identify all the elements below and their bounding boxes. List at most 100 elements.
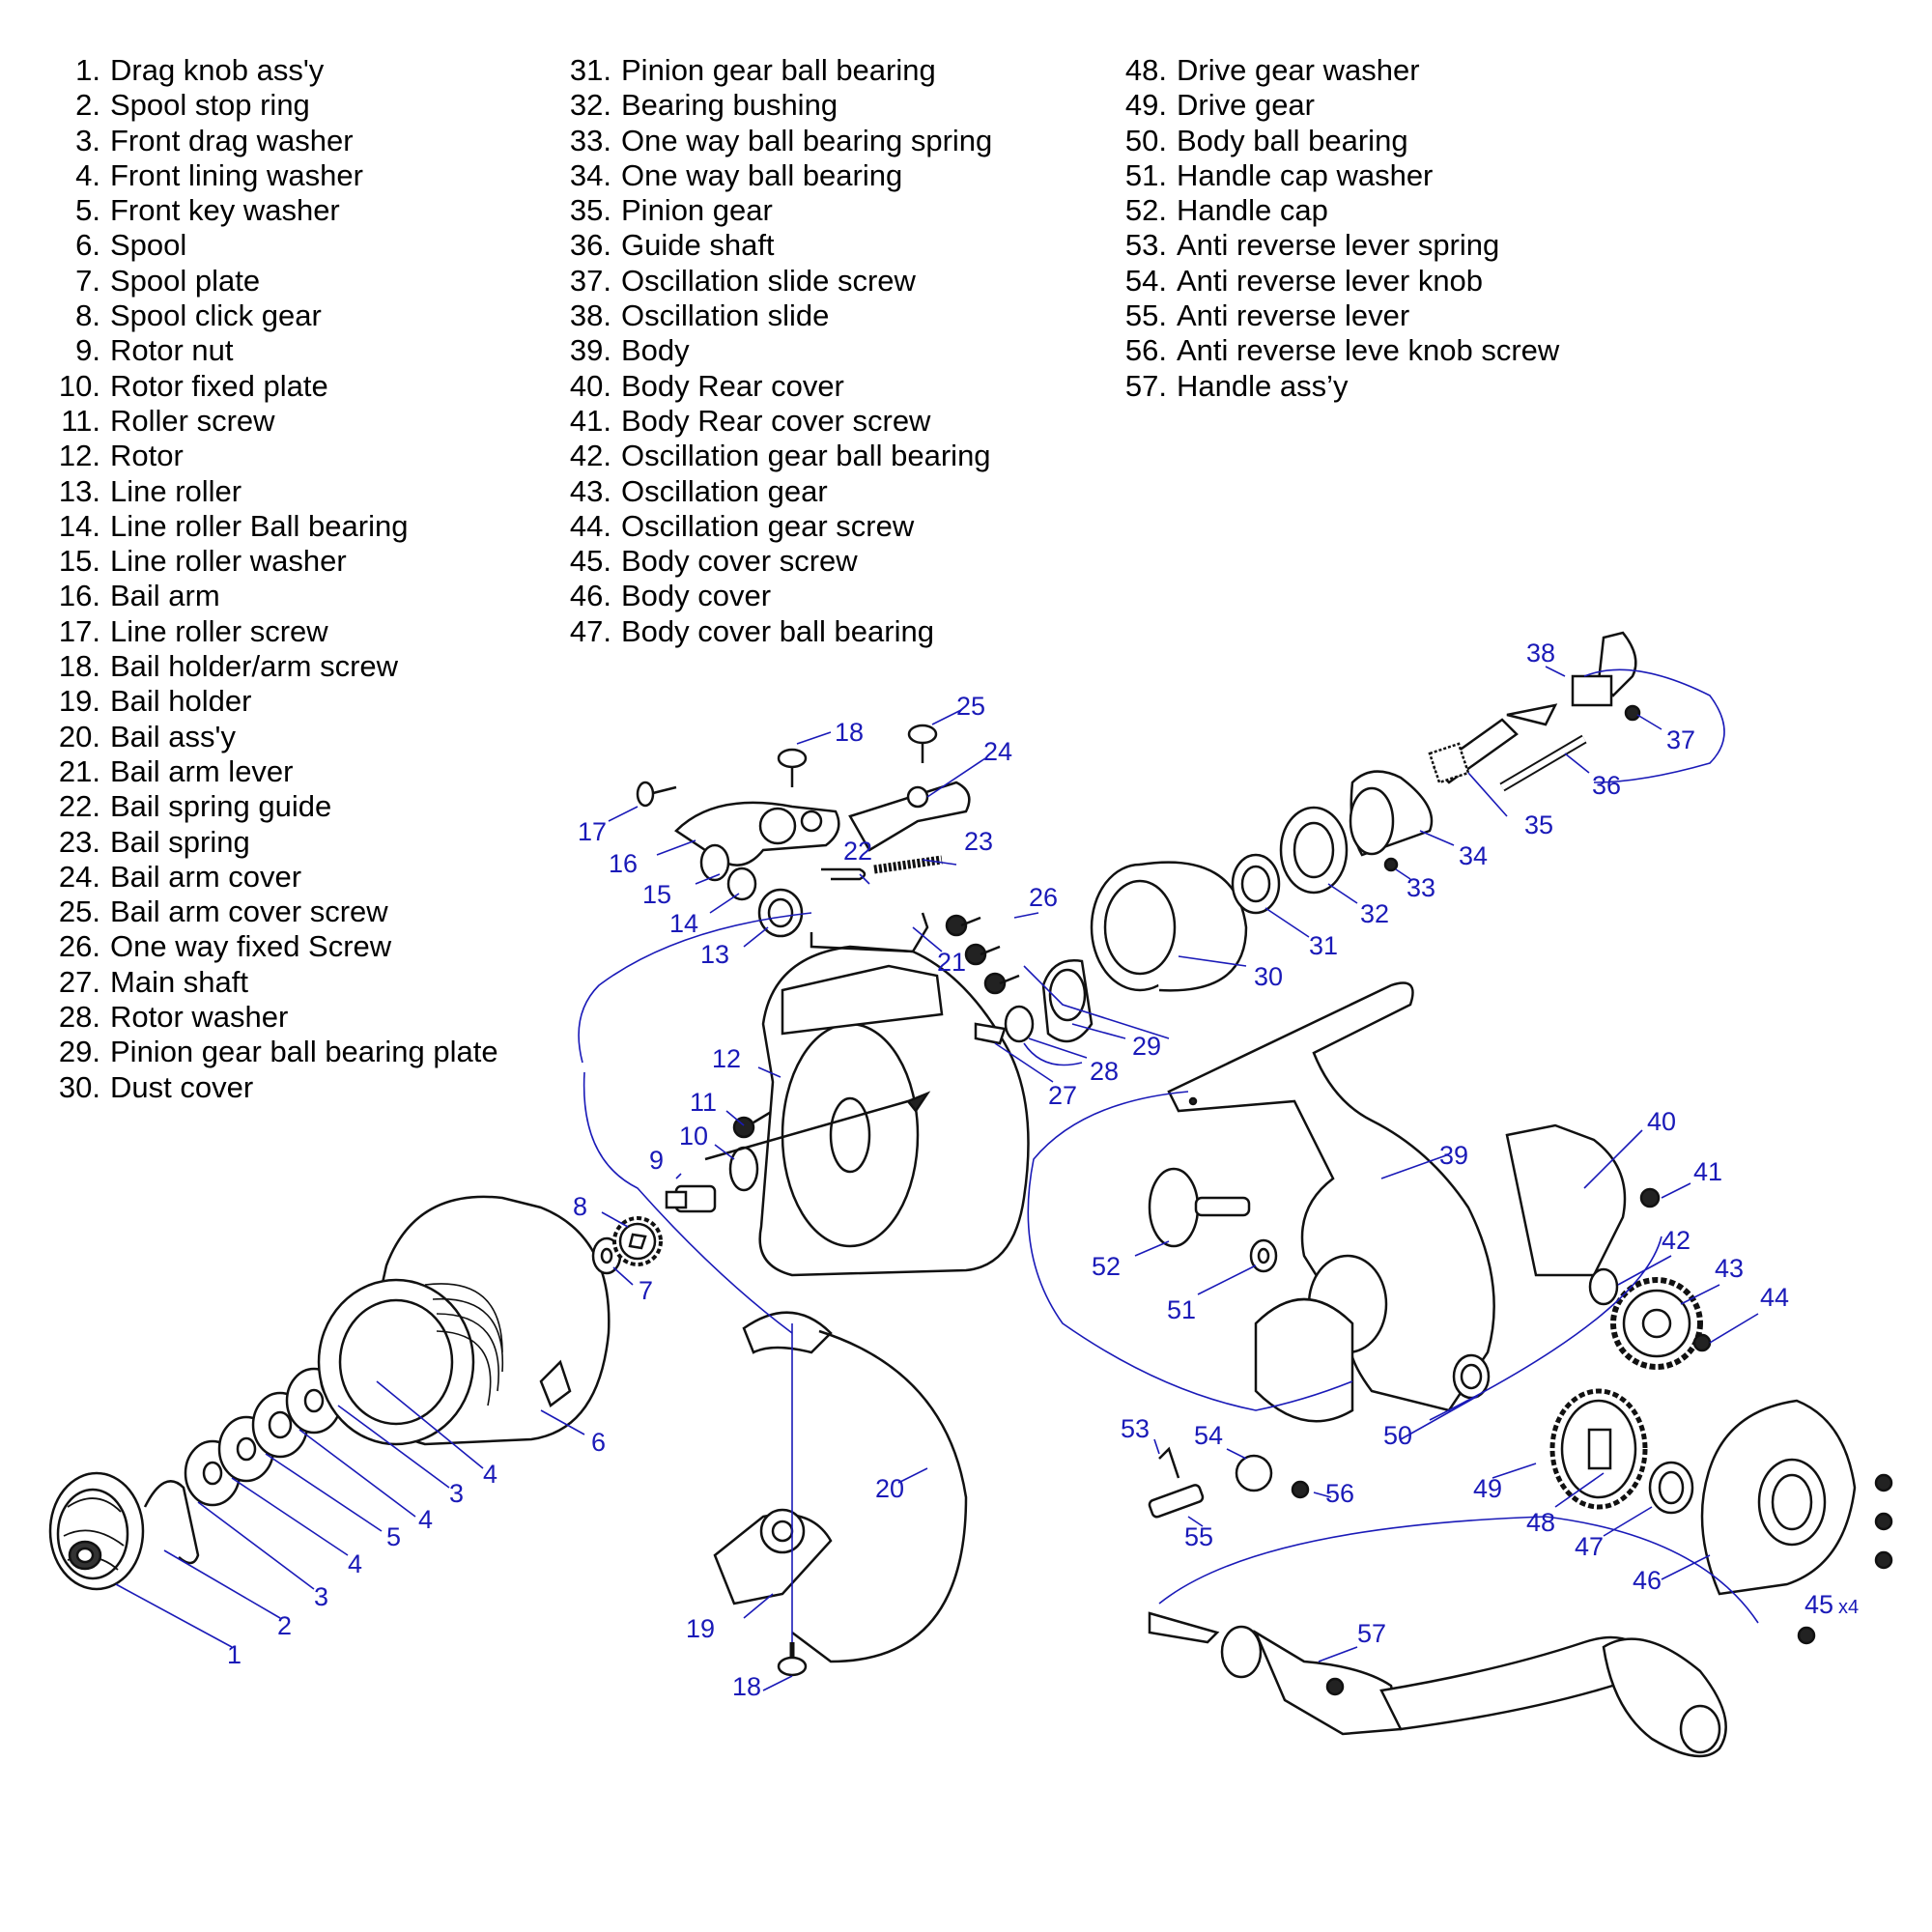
spool-plate-part (591, 1236, 622, 1275)
callout-28: 28 (1090, 1057, 1119, 1086)
part-name: Body cover screw (621, 544, 858, 579)
callout-1: 1 (227, 1640, 242, 1669)
roller-screw-part (732, 1109, 774, 1139)
parts-list-item: 16.Bail arm (46, 579, 498, 613)
callout-35: 35 (1524, 810, 1553, 839)
part-name: Guide shaft (621, 228, 775, 263)
part-name: Oscillation slide screw (621, 263, 916, 298)
callout-39: 39 (1439, 1141, 1468, 1170)
part-number: 4. (75, 157, 100, 192)
callout-13: 13 (700, 940, 729, 969)
parts-list-item: 33.One way ball bearing spring (557, 124, 992, 158)
part-name: Body Rear cover screw (621, 403, 931, 438)
part-number: 29. (58, 1035, 100, 1069)
parts-list-item: 20.Bail ass'y (46, 720, 498, 754)
callout-14: 14 (669, 909, 698, 938)
parts-list-item: 3.Front drag washer (46, 124, 498, 158)
part-name: Handle cap washer (1177, 157, 1434, 192)
rear-cover-part (1505, 1123, 1661, 1277)
callout-54: 54 (1194, 1421, 1223, 1450)
part-name: Oscillation gear ball bearing (621, 439, 991, 473)
part-name: Line roller washer (110, 544, 347, 579)
parts-list-item: 18.Bail holder/arm screw (46, 649, 498, 684)
callout-32: 32 (1360, 899, 1389, 928)
callout-34: 34 (1459, 841, 1488, 870)
parts-list-item: 41.Body Rear cover screw (557, 404, 992, 439)
part-number: 37. (569, 263, 611, 298)
part-name: Front drag washer (110, 123, 354, 157)
part-number: 45. (569, 544, 611, 579)
callout-18b: 18 (732, 1672, 761, 1701)
part-number: 43. (569, 473, 611, 508)
part-number: 52. (1124, 193, 1167, 228)
callout-57: 57 (1357, 1619, 1386, 1648)
rotor-part (704, 945, 1030, 1277)
part-name: Body cover (621, 579, 772, 613)
parts-list-item: 54.Anti reverse lever knob (1113, 264, 1559, 298)
callout-48: 48 (1526, 1508, 1555, 1537)
part-number: 1. (75, 53, 100, 87)
parts-list-item: 27. Main shaft (46, 965, 498, 1000)
bail-screw-part (777, 748, 808, 1677)
callout-11: 11 (690, 1088, 717, 1117)
part-name: Oscillation gear (621, 473, 828, 508)
part-name: Bail ass'y (110, 719, 236, 753)
part-name: Front lining washer (110, 157, 363, 192)
part-number: 27. (58, 964, 100, 999)
part-name: Drive gear washer (1177, 53, 1420, 87)
callout-29: 29 (1132, 1032, 1161, 1061)
callout-36: 36 (1592, 771, 1621, 800)
part-name: Anti reverse leve knob screw (1177, 333, 1560, 368)
parts-list-item: 2.Spool stop ring (46, 88, 498, 123)
part-number: 18. (58, 649, 100, 684)
main-shaft-part (974, 959, 1094, 1045)
callout-4a: 4 (348, 1549, 362, 1578)
parts-list-item: 24.Bail arm cover (46, 860, 498, 895)
callout-2: 2 (277, 1611, 292, 1640)
callout-27: 27 (1048, 1081, 1077, 1110)
part-number: 34. (569, 157, 611, 192)
parts-list-item: 37. Oscillation slide screw (557, 264, 992, 298)
parts-list-item: 49.Drive gear (1113, 88, 1559, 123)
callout-12: 12 (712, 1044, 741, 1073)
part-number: 7. (75, 263, 100, 298)
parts-list-item: 35.Pinion gear (557, 193, 992, 228)
part-name: One way ball bearing spring (621, 123, 993, 157)
callout-45: 45 (1804, 1590, 1833, 1619)
parts-list-item: 19.Bail holder (46, 684, 498, 719)
part-number: 44. (569, 508, 611, 543)
bail-arm-cover-part (848, 724, 971, 852)
part-number: 28. (58, 1000, 100, 1035)
part-number: 14. (58, 508, 100, 543)
callout-44: 44 (1760, 1283, 1789, 1312)
part-name: One way ball bearing (621, 157, 903, 192)
parts-list-item: 26.One way fixed Screw (46, 929, 498, 964)
callout-40: 40 (1647, 1107, 1676, 1136)
parts-list-item: 36.Guide shaft (557, 228, 992, 263)
parts-list-item: 31.Pinion gear ball bearing (557, 53, 992, 88)
parts-list-item: 5.Front key washer (46, 193, 498, 228)
part-name: Rotor (110, 439, 184, 473)
parts-list-item: 55.Anti reverse lever (1113, 298, 1559, 333)
parts-list-item: 15.Line roller washer (46, 544, 498, 579)
part-name: Pinion gear ball bearing (621, 53, 936, 87)
parts-list-item: 46.Body cover (557, 579, 992, 613)
callout-24: 24 (983, 737, 1012, 766)
part-name: Line roller Ball bearing (110, 508, 409, 543)
callout-30: 30 (1254, 962, 1283, 991)
callout-4c: 4 (483, 1460, 497, 1489)
callout-9: 9 (649, 1146, 664, 1175)
part-name: Anti reverse lever knob (1177, 263, 1484, 298)
parts-list-item: 8.Spool click gear (46, 298, 498, 333)
part-name: Main shaft (110, 964, 249, 999)
part-number: 13. (58, 473, 100, 508)
parts-list-item: 9.Rotor nut (46, 333, 498, 368)
anti-reverse-part (1148, 1446, 1310, 1519)
parts-list-item: 22.Bail spring guide (46, 789, 498, 824)
part-number: 55. (1124, 298, 1167, 333)
part-name: Bail spring guide (110, 789, 332, 824)
parts-list-item: 38.Oscillation slide (557, 298, 992, 333)
